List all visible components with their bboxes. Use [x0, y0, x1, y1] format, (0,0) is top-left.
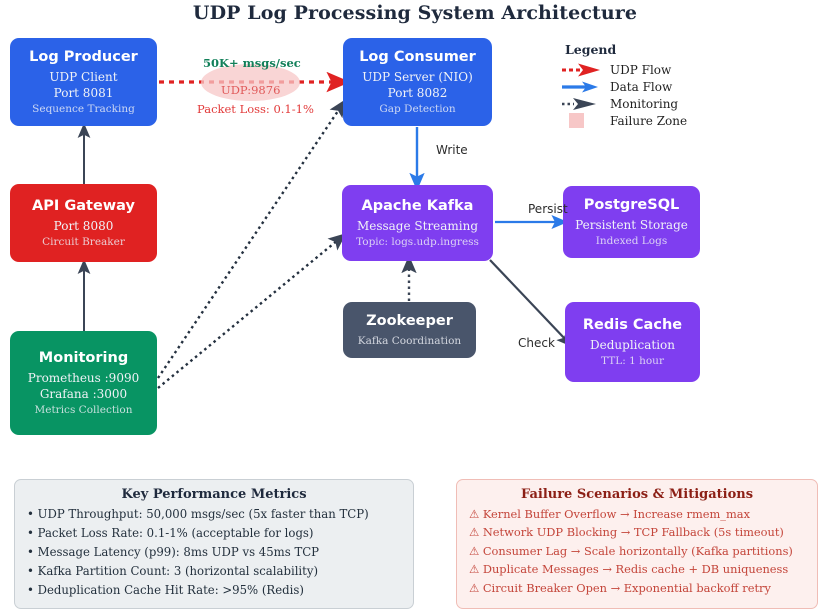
node-apache-kafka[interactable]: Apache Kafka Message Streaming Topic: lo… [342, 185, 493, 261]
legend-label: UDP Flow [610, 62, 672, 77]
blue-solid-arrow-icon [562, 79, 606, 95]
failure-zone-ellipse [201, 64, 300, 101]
node-line-2: Port 8081 [53, 85, 114, 100]
node-subtitle: Kafka Coordination [357, 334, 462, 347]
node-subtitle: Sequence Tracking [32, 103, 135, 116]
slate-dotted-arrow-icon [562, 96, 606, 112]
panel-item: • Deduplication Cache Hit Rate: >95% (Re… [27, 582, 304, 597]
legend-item-failure-zone: Failure Zone [562, 112, 722, 129]
panel-item: ⚠ Circuit Breaker Open → Exponential bac… [469, 580, 771, 595]
panel-key-performance-metrics: Key Performance Metrics • UDP Throughput… [14, 479, 414, 609]
edge-monitoring-to-kafka [157, 233, 347, 389]
legend: Legend UDP Flow Data Flow [562, 42, 722, 129]
edge-label-packet-loss: Packet Loss: 0.1-1% [197, 102, 314, 116]
legend-label: Monitoring [610, 96, 679, 111]
panel-item: ⚠ Duplicate Messages → Redis cache + DB … [469, 562, 789, 577]
node-line-1: Persistent Storage [575, 217, 688, 232]
node-subtitle: Circuit Breaker [42, 236, 125, 249]
node-title: PostgreSQL [583, 196, 680, 213]
node-monitoring[interactable]: Monitoring Prometheus :9090 Grafana :300… [10, 331, 157, 435]
node-subtitle: TTL: 1 hour [601, 355, 664, 368]
red-dotted-arrow-icon [562, 62, 606, 78]
panel-item: • UDP Throughput: 50,000 msgs/sec (5x fa… [27, 507, 369, 521]
panel-item: • Message Latency (p99): 8ms UDP vs 45ms… [27, 544, 320, 559]
node-title: Log Producer [29, 48, 138, 65]
panel-title: Key Performance Metrics [121, 487, 307, 502]
node-line-1: UDP Client [49, 69, 118, 84]
node-title: Redis Cache [582, 316, 683, 333]
node-subtitle: Gap Detection [379, 103, 456, 116]
node-zookeeper[interactable]: Zookeeper Kafka Coordination [343, 302, 476, 358]
node-title: Monitoring [38, 349, 129, 366]
node-subtitle: Indexed Logs [595, 235, 668, 248]
panel-item: ⚠ Network UDP Blocking → TCP Fallback (5… [469, 525, 784, 540]
node-subtitle: Metrics Collection [34, 404, 133, 417]
panel-title: Failure Scenarios & Mitigations [520, 487, 754, 502]
edge-label-write: Write [436, 143, 468, 157]
panel-failure-scenarios: Failure Scenarios & Mitigations ⚠ Kernel… [456, 479, 818, 609]
legend-item-udp-flow: UDP Flow [562, 61, 722, 78]
node-subtitle: Topic: logs.udp.ingress [356, 236, 479, 249]
edge-monitoring-to-log-consumer [157, 99, 347, 379]
edge-kafka-to-redis [489, 259, 573, 348]
node-line-2: Grafana :3000 [39, 386, 128, 401]
node-redis-cache[interactable]: Redis Cache Deduplication TTL: 1 hour [565, 302, 700, 382]
edge-label-persist: Persist [528, 202, 568, 216]
panel-item: • Packet Loss Rate: 0.1-1% (acceptable f… [27, 525, 314, 540]
page-title: UDP Log Processing System Architecture [192, 2, 638, 24]
node-title: API Gateway [32, 197, 135, 214]
node-line-1: UDP Server (NIO) [362, 69, 473, 84]
edge-label-udp-port: UDP:9876 [221, 83, 281, 97]
edge-label-throughput: 50K+ msgs/sec [203, 56, 301, 70]
edge-label-check: Check [518, 336, 555, 350]
node-line-1: Message Streaming [356, 218, 479, 233]
node-line-1: Prometheus :9090 [27, 370, 140, 385]
panel-item: ⚠ Kernel Buffer Overflow → Increase rmem… [469, 507, 751, 521]
node-log-producer[interactable]: Log Producer UDP Client Port 8081 Sequen… [10, 38, 157, 126]
legend-title: Legend [565, 42, 617, 57]
node-line-2: Port 8082 [387, 85, 448, 100]
pink-square-icon [562, 112, 606, 129]
node-line-1: Deduplication [590, 337, 675, 352]
legend-label: Data Flow [610, 79, 673, 94]
legend-item-monitoring: Monitoring [562, 95, 722, 112]
node-api-gateway[interactable]: API Gateway Port 8080 Circuit Breaker [10, 184, 157, 262]
node-title: Apache Kafka [361, 197, 474, 214]
node-log-consumer[interactable]: Log Consumer UDP Server (NIO) Port 8082 … [343, 38, 492, 126]
node-postgresql[interactable]: PostgreSQL Persistent Storage Indexed Lo… [563, 186, 700, 258]
legend-label: Failure Zone [610, 113, 688, 128]
panel-item: ⚠ Consumer Lag → Scale horizontally (Kaf… [469, 543, 793, 558]
node-title: Log Consumer [359, 48, 476, 65]
node-line-1: Port 8080 [53, 218, 114, 233]
panel-item: • Kafka Partition Count: 3 (horizontal s… [27, 563, 319, 578]
node-title: Zookeeper [366, 312, 453, 329]
legend-item-data-flow: Data Flow [562, 78, 722, 95]
